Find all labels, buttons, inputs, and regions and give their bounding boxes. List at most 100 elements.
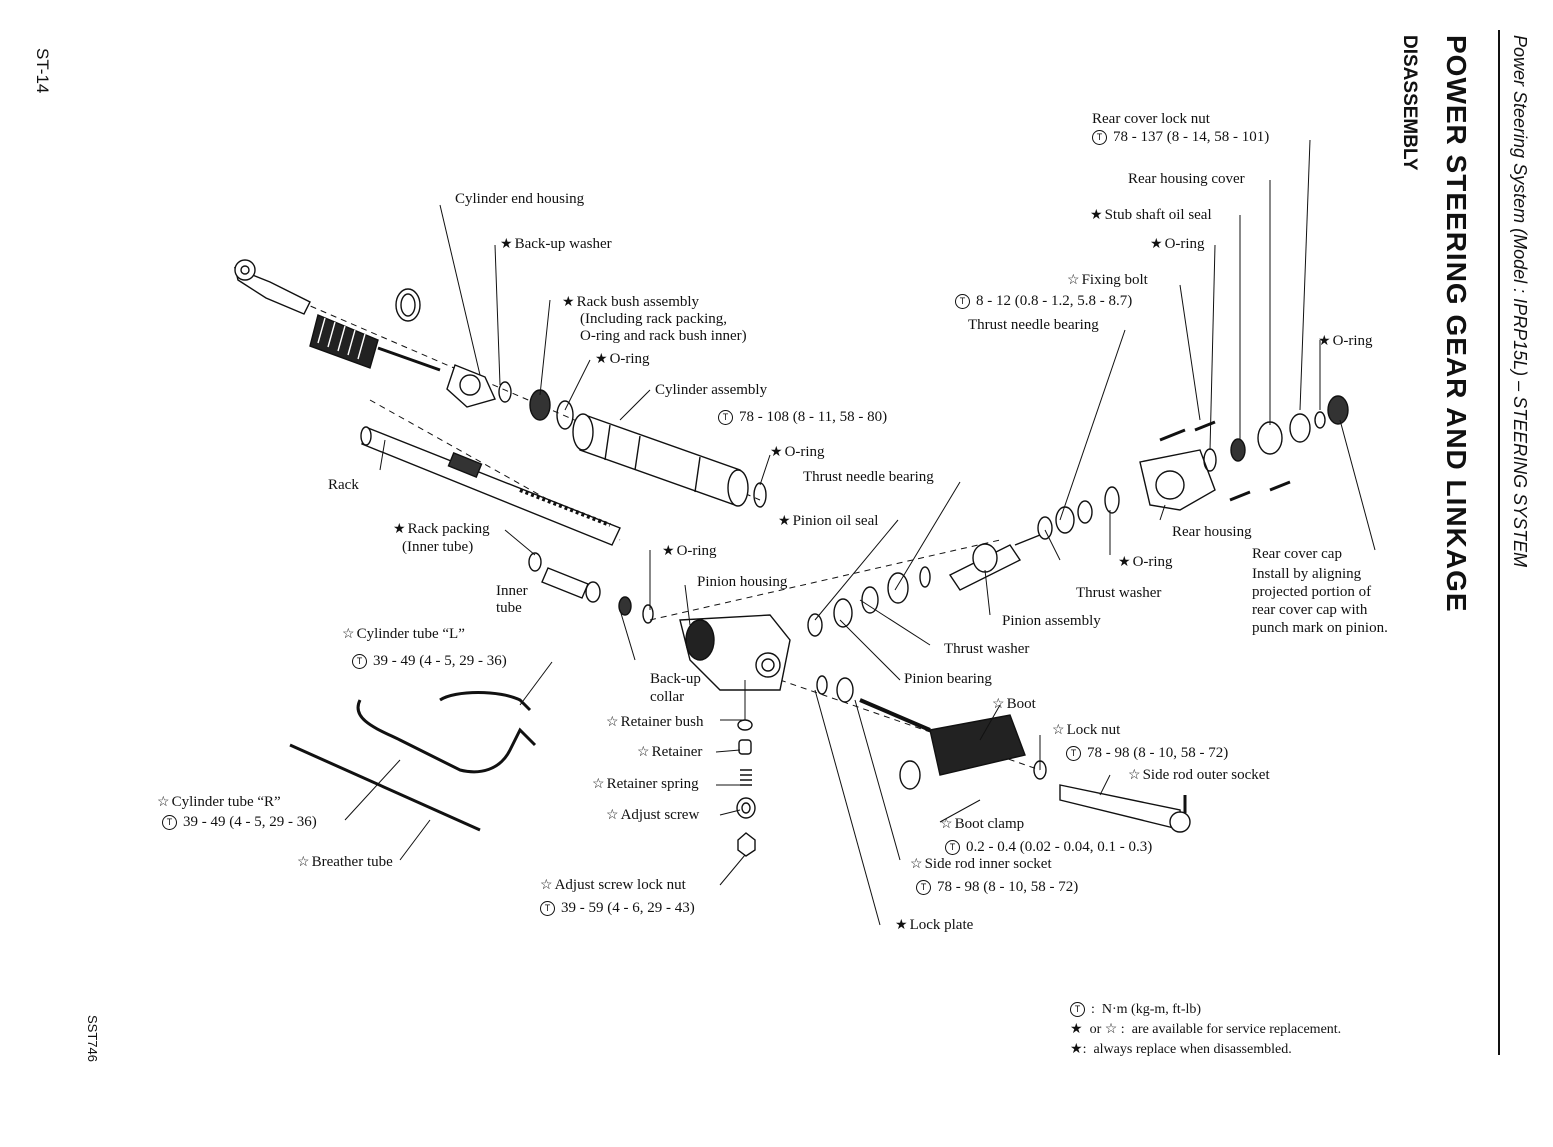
filled-star-icon: ★ (662, 544, 675, 559)
retainer-stack (736, 719, 756, 857)
hollow-star-icon: ☆ (1104, 1022, 1118, 1037)
torque-icon: T (916, 880, 931, 896)
label-retainer-bush: ☆Retainer bush (606, 714, 704, 730)
label-retainer: ☆Retainer (637, 744, 703, 760)
hollow-star-icon: ☆ (592, 777, 605, 792)
label-thrust-needle-bearing-mid: Thrust needle bearing (803, 469, 934, 485)
rear-housing-shape (1139, 449, 1216, 511)
label-inner-tube-1: Inner (496, 583, 528, 599)
axis-guide (369, 399, 621, 541)
label-pinion-bearing: Pinion bearing (904, 671, 992, 687)
note-rear-cover-cap-2: projected portion of (1252, 584, 1372, 600)
hollow-star-icon: ☆ (637, 745, 650, 760)
torque-icon: T (540, 901, 555, 917)
hollow-star-icon: ☆ (992, 697, 1005, 712)
label-back-up-collar-1: Back-up (650, 671, 701, 687)
label-inner-tube-paren: (Inner tube) (402, 539, 474, 555)
filled-star-icon: ★ (393, 522, 406, 537)
cylinder-assembly-shape (572, 413, 749, 507)
torque-icon: T (1066, 746, 1081, 762)
label-retainer-spring: ☆Retainer spring (592, 776, 699, 792)
hollow-star-icon: ☆ (342, 627, 355, 642)
label-boot: ☆Boot (992, 696, 1036, 712)
label-side-rod-outer-socket: ☆Side rod outer socket (1128, 767, 1270, 783)
label-rear-cover-cap: Rear cover cap (1252, 546, 1342, 562)
left-boot (309, 314, 379, 369)
label-cylinder-end-housing: Cylinder end housing (455, 191, 585, 207)
right-outer-socket (1059, 784, 1191, 833)
legend-replace-row: ★: always replace when disassembled. (1070, 1042, 1292, 1057)
pinion-housing-shape (679, 614, 791, 691)
label-thrust-washer-lower: Thrust washer (944, 641, 1030, 657)
figure-code: SST746 (85, 1015, 100, 1062)
torque-icon: T (162, 815, 177, 831)
label-rack-packing: ★Rack packing (393, 521, 490, 537)
filled-star-icon: ★ (595, 352, 608, 367)
label-boot-clamp: ☆Boot clamp (940, 816, 1025, 832)
legend: T: N·m (kg-m, ft-lb) ★ or ☆ : are availa… (1070, 1000, 1341, 1060)
axis-guide (779, 679, 1041, 771)
cylinder-tube-r-shape (289, 743, 481, 832)
label-adjust-screw: ☆Adjust screw (606, 807, 700, 823)
legend-star-row: ★ or ☆ : are available for service repla… (1070, 1022, 1342, 1037)
label-rack-bush-assembly: ★Rack bush assembly (562, 294, 700, 310)
hollow-star-icon: ☆ (1067, 273, 1080, 288)
label-thrust-washer-upper: Thrust washer (1076, 585, 1162, 601)
note-rear-cover-cap-1: Install by aligning (1252, 566, 1362, 582)
note-rear-cover-cap-4: punch mark on pinion. (1252, 620, 1388, 636)
label-cylinder-assembly: Cylinder assembly (655, 382, 768, 398)
page-number: ST-14 (33, 48, 52, 94)
right-side-rod (816, 675, 931, 732)
label-pinion-oil-seal: ★Pinion oil seal (778, 513, 879, 529)
filled-star-icon: ★ (500, 237, 513, 252)
label-o-ring-rack: ★O-ring (595, 351, 650, 367)
hollow-star-icon: ☆ (910, 857, 923, 872)
label-cylinder-tube-r: ☆Cylinder tube “R” (157, 794, 281, 810)
hollow-star-icon: ☆ (157, 795, 170, 810)
filled-star-icon: ★ (562, 295, 575, 310)
hollow-star-icon: ☆ (606, 808, 619, 823)
hollow-star-icon: ☆ (606, 715, 619, 730)
hollow-star-icon: ☆ (297, 855, 310, 870)
label-pinion-assembly: Pinion assembly (1002, 613, 1101, 629)
running-head: Power Steering System (Model : IPRP15L) … (1510, 35, 1530, 568)
label-pinion-housing: Pinion housing (697, 574, 788, 590)
torque-icon: T (1092, 130, 1107, 146)
label-back-up-washer: ★Back-up washer (500, 236, 612, 252)
note-rack-bush-2: O-ring and rack bush inner) (580, 328, 747, 344)
label-rack: Rack (328, 477, 359, 493)
label-fixing-bolt: ☆Fixing bolt (1067, 272, 1148, 288)
header-rule (1498, 30, 1500, 1055)
label-stub-shaft-oil-seal: ★Stub shaft oil seal (1090, 207, 1212, 223)
cylinder-end-housing-shape (446, 364, 496, 408)
note-rack-bush-1: (Including rack packing, (580, 311, 728, 327)
rack-shape (360, 426, 621, 546)
filled-star-icon: ★ (1118, 555, 1131, 570)
pinion-assembly-shape (948, 534, 1041, 591)
inner-tube-shape (528, 552, 601, 603)
label-o-ring-pinion-housing: ★O-ring (662, 543, 717, 559)
torque-icon: T (1070, 1002, 1085, 1018)
label-rear-cover-lock-nut: Rear cover lock nut (1092, 111, 1210, 127)
label-o-ring-top: ★O-ring (1150, 236, 1205, 252)
legend-torque-row: T: N·m (kg-m, ft-lb) (1070, 1000, 1341, 1020)
hollow-star-icon: ☆ (940, 817, 953, 832)
filled-star-icon: ★ (770, 445, 783, 460)
axis-guide (649, 539, 1001, 621)
note-rear-cover-cap-3: rear cover cap with (1252, 602, 1368, 618)
filled-star-icon: ★ (778, 514, 791, 529)
filled-star-icon: ★ (1070, 1042, 1083, 1057)
torque-icon: T (352, 654, 367, 670)
left-outer-socket (233, 259, 311, 315)
label-cylinder-tube-l: ☆Cylinder tube “L” (342, 626, 465, 642)
torque-icon: T (945, 840, 960, 856)
left-boot-clamp (395, 288, 421, 322)
filled-star-icon: ★ (1318, 334, 1331, 349)
